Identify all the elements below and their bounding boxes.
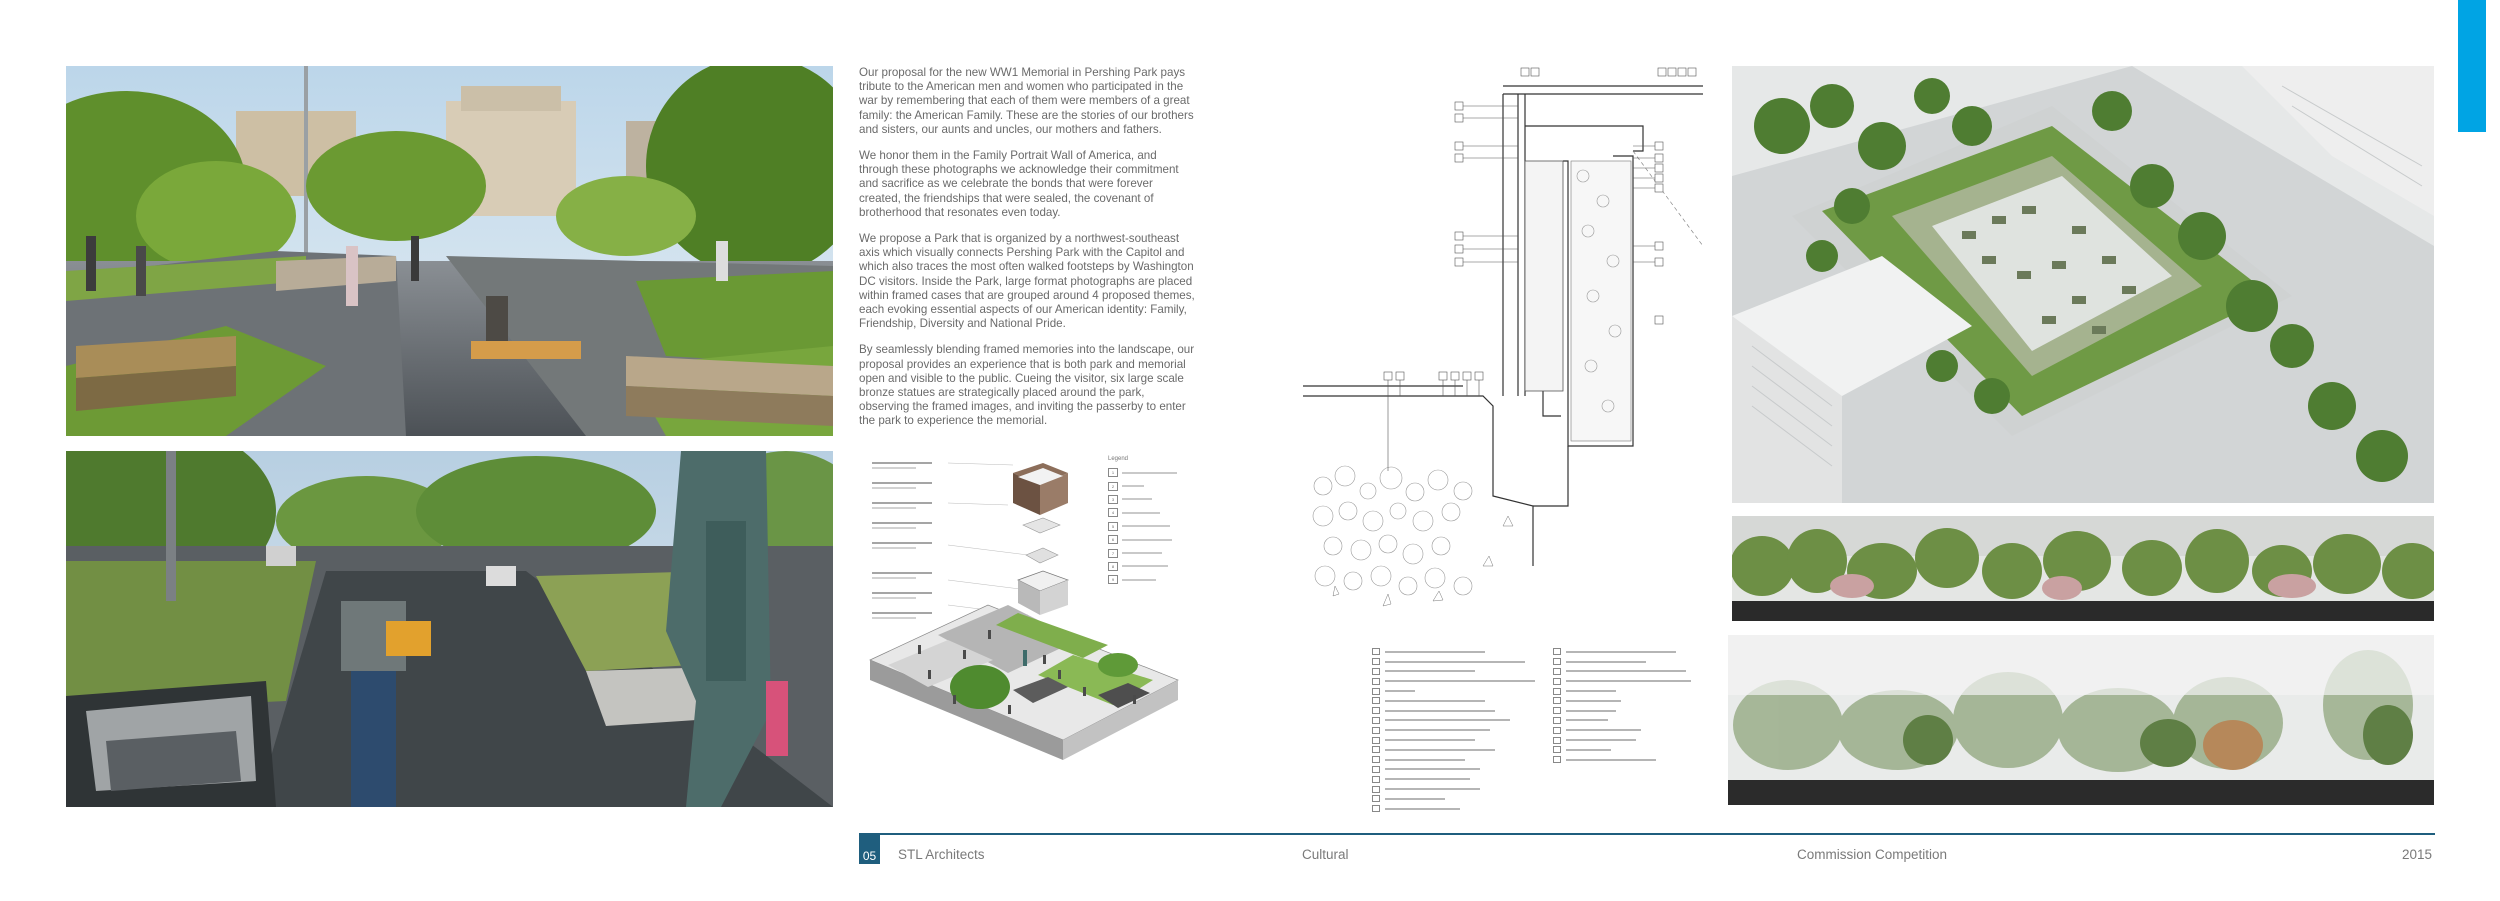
section-note xyxy=(1372,686,1547,696)
page-number: 05 xyxy=(859,835,880,864)
diagram-callout xyxy=(872,482,962,502)
section-note xyxy=(1372,647,1547,657)
section-note xyxy=(1372,745,1547,755)
section-note xyxy=(1372,725,1547,735)
section-note xyxy=(1372,676,1547,686)
section-note xyxy=(1372,804,1547,814)
legend-item: 9 xyxy=(1108,573,1198,586)
legend-item: 7 xyxy=(1108,546,1198,559)
section-note xyxy=(1553,696,1728,706)
diagram-callout xyxy=(872,502,962,522)
project-category: Cultural xyxy=(1302,847,1349,862)
section-note xyxy=(1553,716,1728,726)
project-type: Commission Competition xyxy=(1797,847,1948,862)
section-note xyxy=(1553,676,1728,686)
diagram-callout-labels xyxy=(872,462,962,632)
section-note xyxy=(1553,735,1728,745)
footer-rule xyxy=(859,833,2435,835)
diagram-callout xyxy=(872,542,962,572)
section-note xyxy=(1372,774,1547,784)
section-note xyxy=(1372,657,1547,667)
legend-item: 4 xyxy=(1108,506,1198,519)
statue-rendering-image xyxy=(66,451,833,807)
legend-item: 3 xyxy=(1108,493,1198,506)
section-note xyxy=(1372,765,1547,775)
legend-item: 1 xyxy=(1108,466,1198,479)
legend-item: 8 xyxy=(1108,560,1198,573)
section-note xyxy=(1553,706,1728,716)
legend-title: Legend xyxy=(1108,456,1129,462)
section-note xyxy=(1372,794,1547,804)
section-notes-column-2 xyxy=(1553,647,1728,765)
diagram-callout xyxy=(872,522,962,542)
section-note xyxy=(1553,667,1728,677)
description-paragraph-2: We honor them in the Family Portrait Wal… xyxy=(859,149,1179,219)
section-note xyxy=(1372,755,1547,765)
project-description: Our proposal for the new WW1 Memorial in… xyxy=(859,66,1195,441)
section-note xyxy=(1372,706,1547,716)
plaza-rendering-image xyxy=(66,66,833,436)
misty-elevation-image xyxy=(1728,635,2434,805)
legend-item: 6 xyxy=(1108,533,1198,546)
section-note xyxy=(1372,667,1547,677)
description-paragraph-1: Our proposal for the new WW1 Memorial in… xyxy=(859,66,1194,136)
wall-section-detail-drawing xyxy=(1303,66,1708,641)
park-elevation-image xyxy=(1732,516,2434,621)
section-notes-column-1 xyxy=(1372,647,1547,814)
section-note xyxy=(1553,755,1728,765)
section-note xyxy=(1553,657,1728,667)
section-note xyxy=(1372,716,1547,726)
section-note xyxy=(1553,647,1728,657)
diagram-legend: Legend 1 2 3 4 5 6 7 8 9 xyxy=(1108,456,1198,587)
diagram-callout xyxy=(872,462,962,482)
project-year: 2015 xyxy=(2402,847,2433,862)
section-note xyxy=(1553,745,1728,755)
description-paragraph-3: We propose a Park that is organized by a… xyxy=(859,232,1195,331)
section-note xyxy=(1372,784,1547,794)
firm-name: STL Architects xyxy=(898,847,985,862)
diagram-callout xyxy=(872,612,962,632)
aerial-view-image xyxy=(1732,66,2434,503)
section-note xyxy=(1372,735,1547,745)
legend-item: 2 xyxy=(1108,479,1198,492)
diagram-callout xyxy=(872,592,962,612)
accent-tab xyxy=(2458,0,2486,132)
legend-item: 5 xyxy=(1108,520,1198,533)
diagram-callout xyxy=(872,572,962,592)
section-note xyxy=(1553,725,1728,735)
section-note xyxy=(1553,686,1728,696)
section-note xyxy=(1372,696,1547,706)
description-paragraph-4: By seamlessly blending framed memories i… xyxy=(859,343,1195,428)
exploded-axonometric-diagram xyxy=(868,455,1188,765)
